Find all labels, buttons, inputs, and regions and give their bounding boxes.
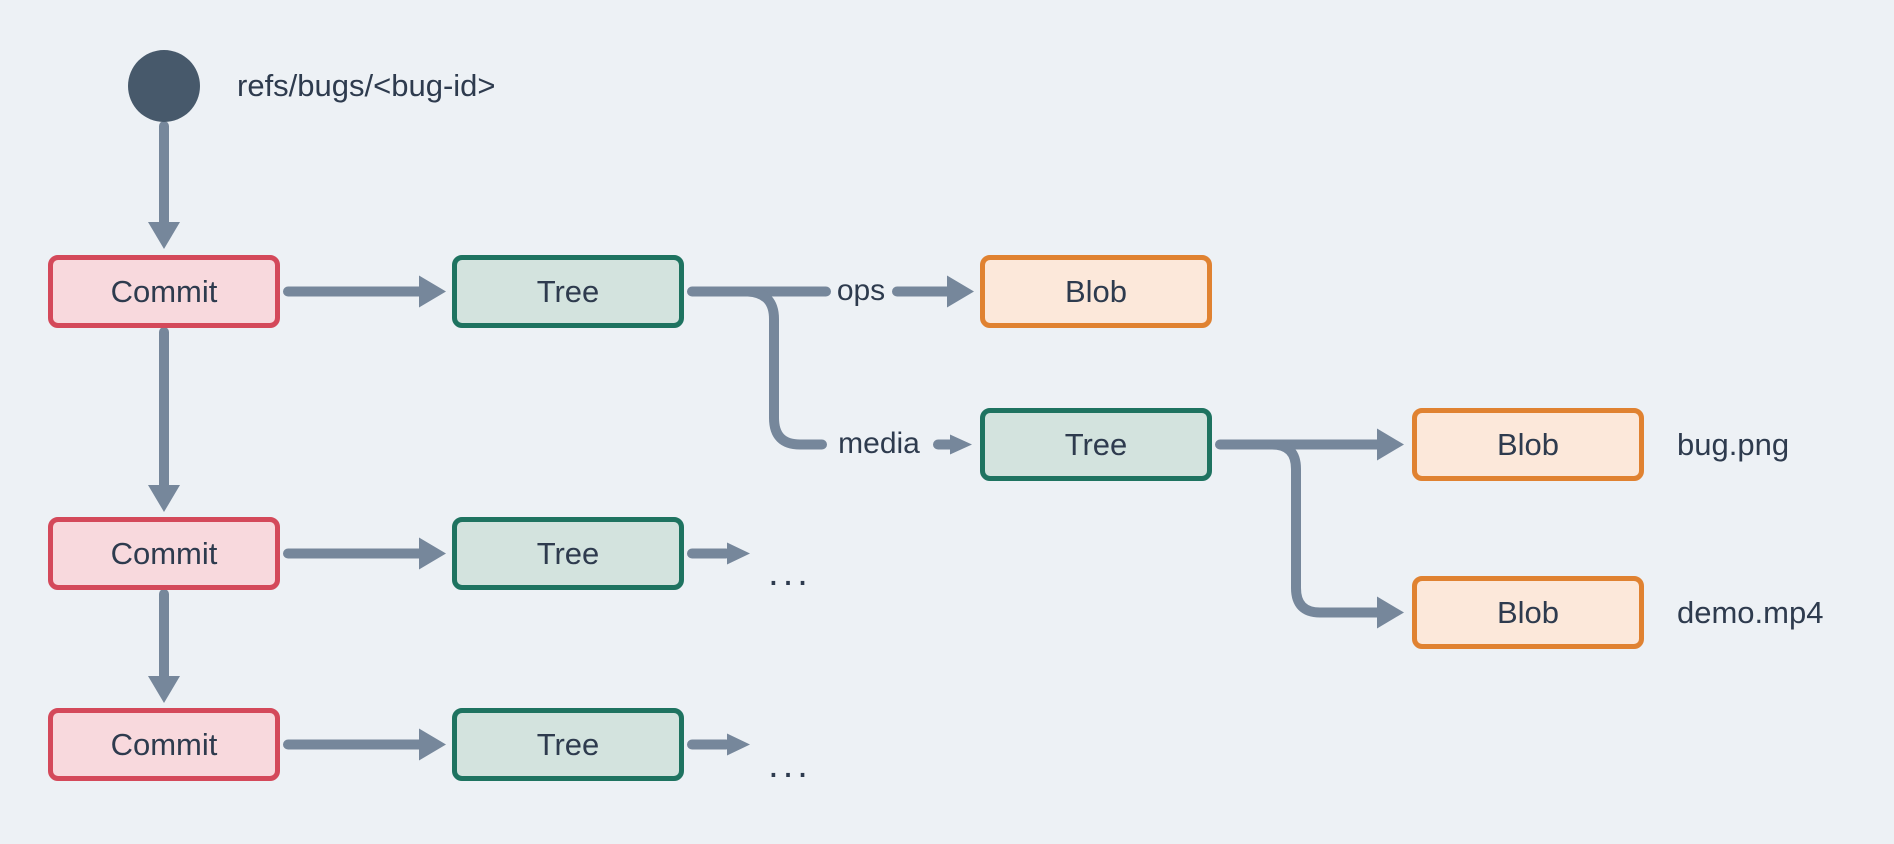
tree-node-root-3: Tree bbox=[452, 708, 684, 781]
blob-node-ops-label: Blob bbox=[1064, 273, 1128, 309]
file-label-demo-mp4: demo.mp4 bbox=[1677, 594, 1824, 630]
commit-node-1: Commit bbox=[48, 255, 280, 328]
arrowhead-tree2-ellipsis bbox=[727, 542, 750, 565]
tree-node-root-3-label: Tree bbox=[536, 726, 600, 762]
blob-node-bug-png: Blob bbox=[1412, 408, 1644, 481]
arrowhead-commit3-tree3 bbox=[419, 728, 446, 761]
tree-node-media: Tree bbox=[980, 408, 1212, 481]
arrowhead-commit2-tree2 bbox=[419, 537, 446, 570]
blob-node-bug-png-label: Blob bbox=[1496, 426, 1560, 462]
commit-node-3: Commit bbox=[48, 708, 280, 781]
tree-node-media-label: Tree bbox=[1064, 426, 1128, 462]
commit-node-3-label: Commit bbox=[110, 726, 218, 762]
arrowhead-commit1-commit2 bbox=[148, 485, 180, 512]
arrowhead-media-treemedia bbox=[950, 434, 972, 455]
arrowhead-branch-blobdemo bbox=[1377, 596, 1404, 629]
commit-node-2: Commit bbox=[48, 517, 280, 590]
blob-node-demo-mp4: Blob bbox=[1412, 576, 1644, 649]
ellipsis-after-tree2: ... bbox=[768, 552, 812, 594]
edge-label-media: media bbox=[838, 427, 920, 460]
arrowhead-ops-blob bbox=[947, 275, 974, 308]
tree-node-root-1: Tree bbox=[452, 255, 684, 328]
arrowhead-ref-commit1 bbox=[148, 222, 180, 249]
commit-node-2-label: Commit bbox=[110, 535, 218, 571]
tree-node-root-2-label: Tree bbox=[536, 535, 600, 571]
blob-node-ops: Blob bbox=[980, 255, 1212, 328]
edge-label-ops: ops bbox=[836, 274, 886, 307]
tree-node-root-2: Tree bbox=[452, 517, 684, 590]
arrowhead-tree3-ellipsis bbox=[727, 733, 750, 756]
arrowhead-treemedia-blobbug bbox=[1377, 428, 1404, 461]
commit-node-1-label: Commit bbox=[110, 273, 218, 309]
edge-treemedia-branch-to-blobdemo bbox=[1267, 439, 1383, 618]
tree-node-root-1-label: Tree bbox=[536, 273, 600, 309]
ref-name-label: refs/bugs/<bug-id> bbox=[237, 68, 496, 103]
file-label-bug-png: bug.png bbox=[1677, 426, 1790, 462]
blob-node-demo-mp4-label: Blob bbox=[1496, 594, 1560, 630]
edge-tree1-branch-to-media bbox=[743, 286, 827, 450]
ref-pointer-icon bbox=[128, 50, 200, 122]
ellipsis-after-tree3: ... bbox=[768, 744, 812, 786]
arrowhead-commit1-tree1 bbox=[419, 275, 446, 308]
arrowhead-commit2-commit3 bbox=[148, 676, 180, 703]
